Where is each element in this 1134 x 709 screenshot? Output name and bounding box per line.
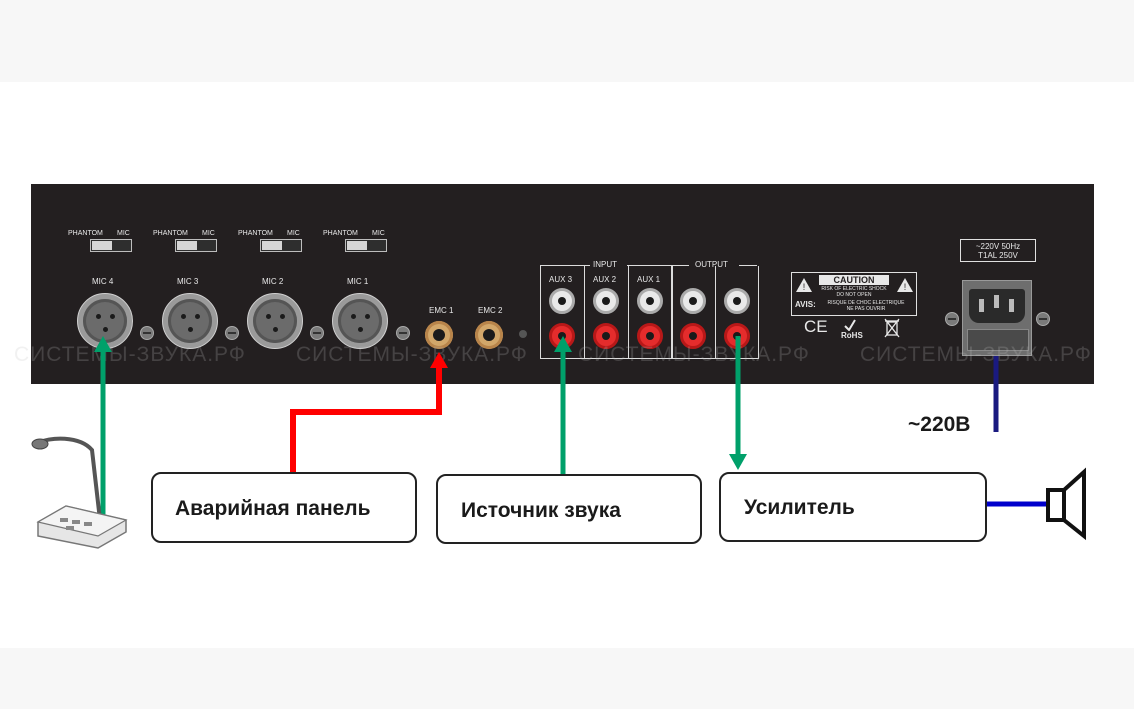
amplifier-box: Усилитель [719, 472, 987, 542]
warning-triangle-icon: ! [897, 278, 913, 292]
desk-microphone-icon [31, 436, 128, 549]
output-group-frame [671, 266, 759, 359]
phantom-toggle[interactable] [90, 239, 132, 252]
emc1-jack[interactable] [425, 321, 453, 349]
mic2-label: MIC 2 [262, 277, 284, 286]
rohs-check-icon [844, 319, 856, 331]
phantom-toggle[interactable] [175, 239, 217, 252]
phantom-label: PHANTOM [323, 230, 358, 237]
screw-icon [310, 326, 324, 340]
caution-line2: DO NOT OPEN [836, 292, 872, 298]
phantom-toggle[interactable] [345, 239, 387, 252]
avis-label: AVIS: [795, 300, 816, 309]
phantom-label: PHANTOM [68, 230, 103, 237]
top-band [0, 0, 1134, 82]
watermark: СИСТЕМЫ-ЗВУКА.РФ [860, 343, 1092, 366]
input-group-label: INPUT [593, 260, 617, 269]
aux1-label: AUX 1 [637, 275, 661, 284]
rohs-mark: RoHS [841, 331, 863, 340]
aux2-label: AUX 2 [593, 275, 617, 284]
emergency-panel-label: Аварийная панель [175, 497, 371, 520]
power-rating-label: ~220V 50Hz T1AL 250V [960, 239, 1036, 262]
aux2-rca-right[interactable] [593, 323, 619, 349]
caution-line1: RISK OF ELECTRIC SHOCK [821, 286, 887, 292]
bottom-band [0, 648, 1134, 709]
output1-rca-right[interactable] [680, 323, 706, 349]
iec-power-socket-icon[interactable] [962, 280, 1032, 356]
ce-mark: CE [804, 317, 828, 336]
svg-text:!: ! [904, 282, 907, 292]
watermark: СИСТЕМЫ-ЗВУКА.РФ [578, 343, 810, 366]
warning-triangle-icon: ! [796, 278, 812, 292]
emergency-panel-box: Аварийная панель [151, 472, 417, 543]
caution-label: ! ! CAUTION RISK OF ELECTRIC SHOCK DO NO… [791, 272, 917, 316]
screw-icon [945, 312, 959, 326]
screw-icon [225, 326, 239, 340]
output-group-label: OUTPUT [695, 260, 728, 269]
emc1-label: EMC 1 [429, 306, 454, 315]
phantom-label: PHANTOM [238, 230, 273, 237]
phantom-toggle[interactable] [260, 239, 302, 252]
sound-source-box: Источник звука [436, 474, 702, 544]
output1-rca-left[interactable] [680, 288, 706, 314]
phantom-label: PHANTOM [153, 230, 188, 237]
mic-cable [94, 336, 112, 520]
aux3-rca-left[interactable] [549, 288, 575, 314]
avis-line1: RISQUE DE CHOC ELECTRIQUE [827, 300, 905, 306]
mic1-label: MIC 1 [347, 277, 369, 286]
xlr-connector-mic1[interactable] [332, 293, 388, 349]
loudspeaker-icon [1046, 467, 1086, 541]
emc2-label: EMC 2 [478, 306, 503, 315]
watermark: СИСТЕМЫ-ЗВУКА.РФ [14, 343, 246, 366]
aux1-rca-left[interactable] [637, 288, 663, 314]
screw-icon [396, 326, 410, 340]
avis-line2: NE PAS OUVRIR [846, 306, 886, 312]
weee-bin-icon [884, 318, 900, 338]
amplifier-cable [729, 336, 747, 470]
watermark: СИСТЕМЫ-ЗВУКА.РФ [296, 343, 528, 366]
caution-title: CAUTION [819, 275, 889, 285]
amplifier-label: Усилитель [744, 496, 855, 519]
mic-mode-label: MIC [372, 230, 385, 237]
input-group-frame [540, 266, 673, 359]
screw-icon [1036, 312, 1050, 326]
aux1-rca-right[interactable] [637, 323, 663, 349]
xlr-connector-mic2[interactable] [247, 293, 303, 349]
mic4-label: MIC 4 [92, 277, 114, 286]
svg-text:!: ! [803, 282, 806, 292]
xlr-connector-mic3[interactable] [162, 293, 218, 349]
power-rating-line2: T1AL 250V [978, 251, 1018, 260]
mic3-label: MIC 3 [177, 277, 199, 286]
source-cable [554, 336, 572, 476]
emergency-cable [290, 352, 448, 472]
emc2-jack[interactable] [475, 321, 503, 349]
output2-rca-left[interactable] [724, 288, 750, 314]
mic-mode-label: MIC [117, 230, 130, 237]
sound-source-label: Источник звука [461, 499, 621, 522]
aux3-label: AUX 3 [549, 275, 573, 284]
mic-mode-label: MIC [202, 230, 215, 237]
mains-voltage-label: ~220В [908, 413, 971, 436]
power-rating-line1: ~220V 50Hz [975, 242, 1021, 251]
screw-icon [519, 330, 527, 338]
aux2-rca-left[interactable] [593, 288, 619, 314]
mic-mode-label: MIC [287, 230, 300, 237]
screw-icon [140, 326, 154, 340]
mixer-rear-panel: PHANTOM MIC PHANTOM MIC PHANTOM MIC PHAN… [31, 184, 1094, 384]
